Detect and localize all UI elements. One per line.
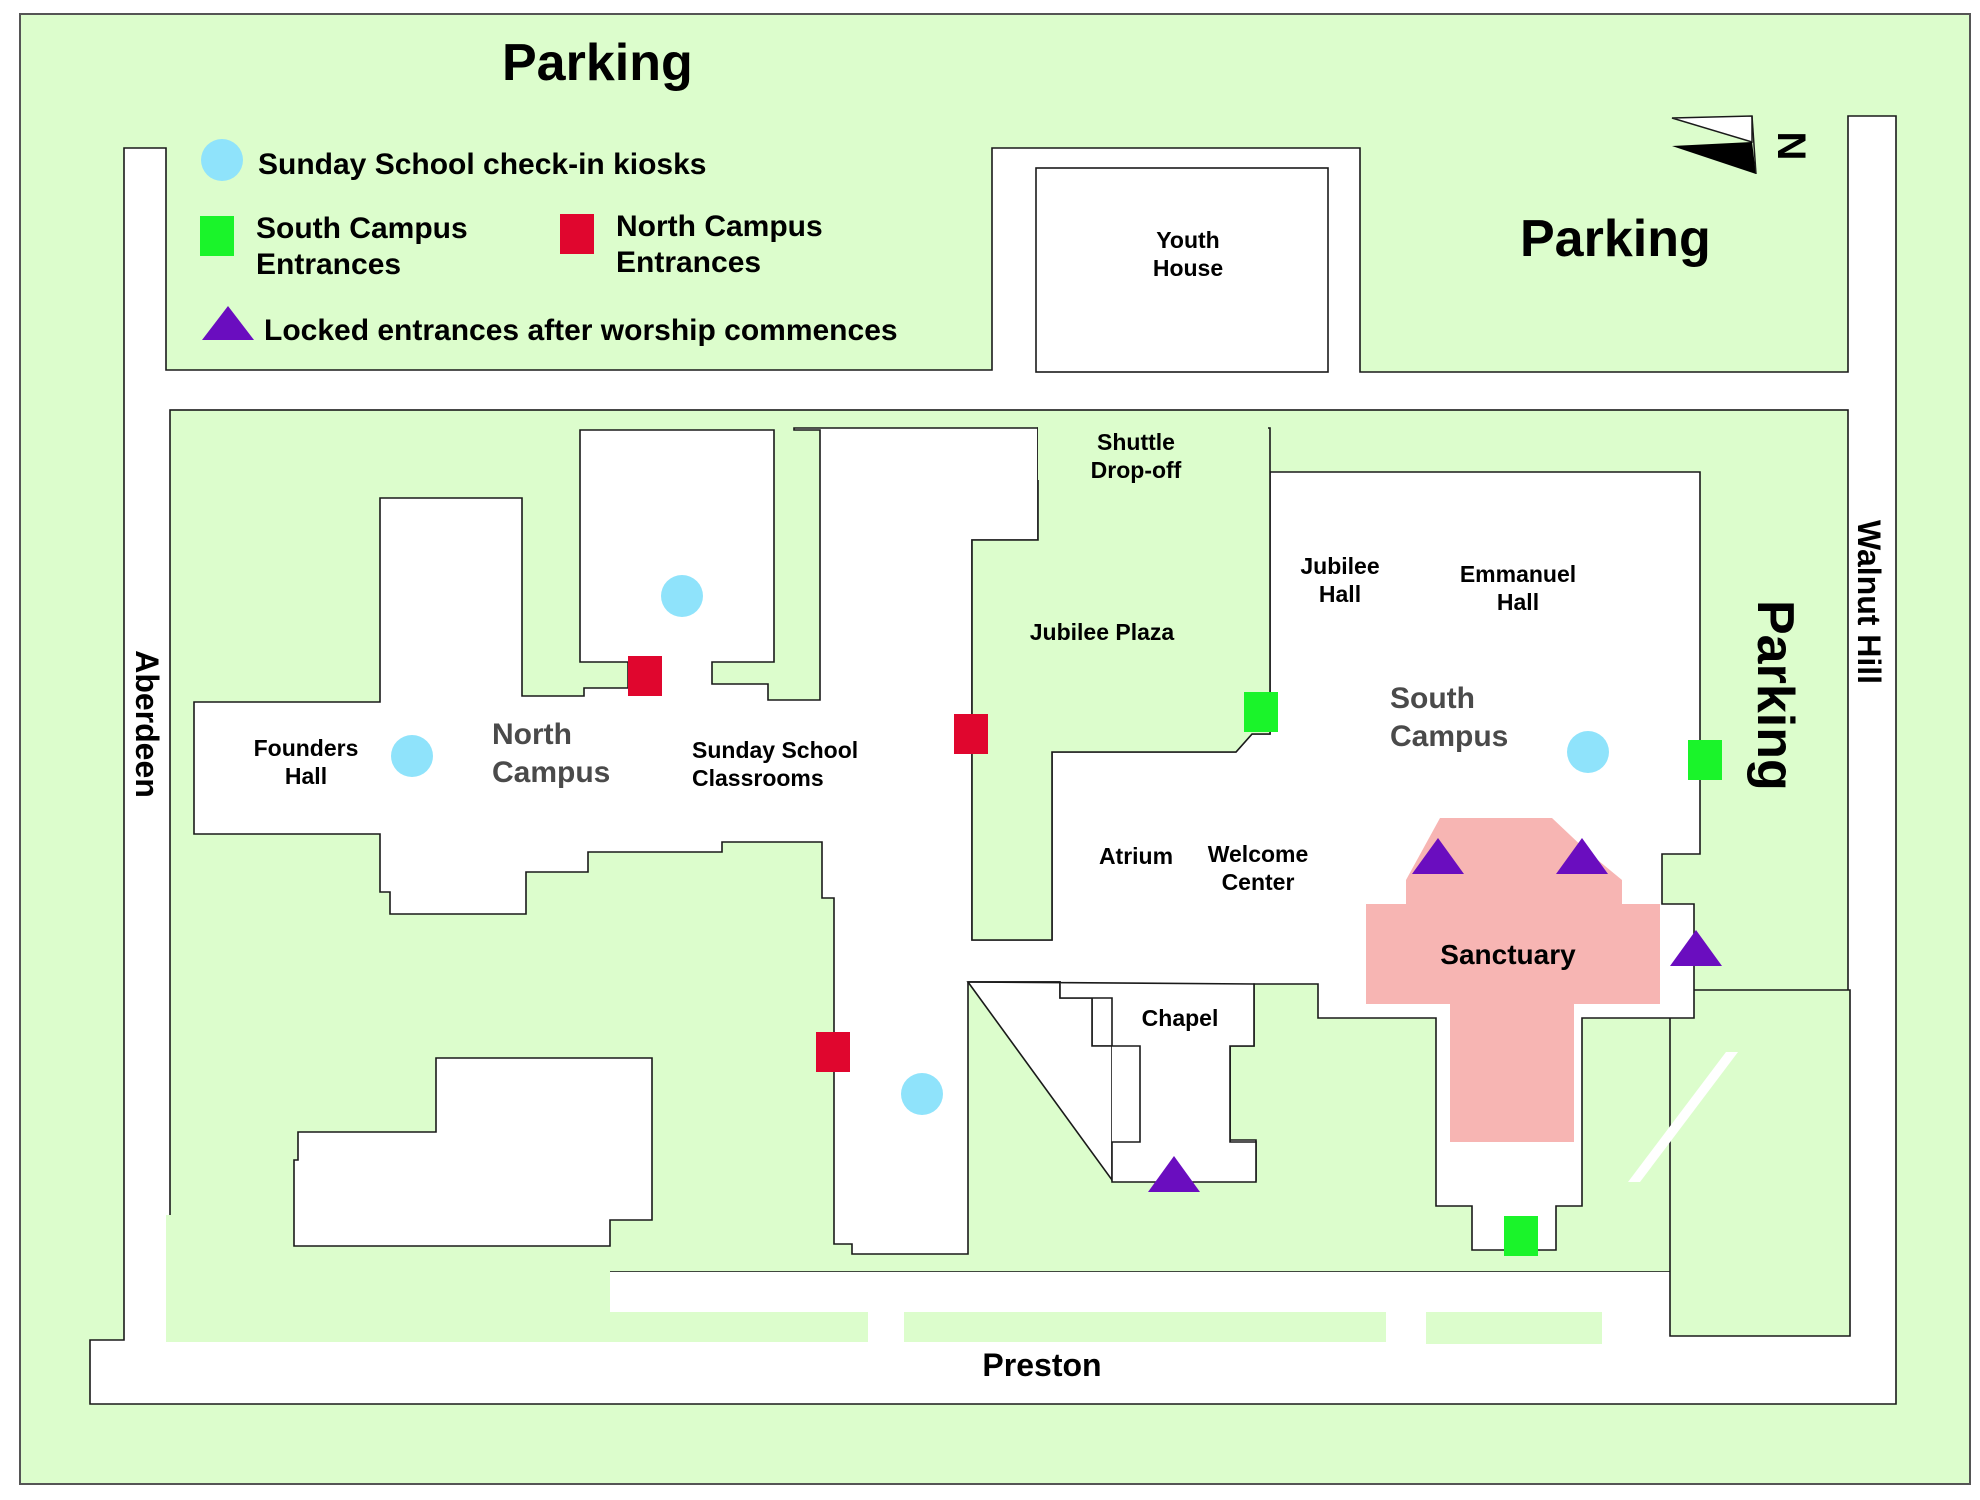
legend-north-label-2: Entrances <box>616 246 761 279</box>
chapel-label: Chapel <box>1142 1005 1219 1031</box>
legend-locked-icon <box>202 306 254 340</box>
emmanuel-hall-label-2: Hall <box>1497 589 1539 615</box>
chapel-outline <box>967 981 1257 1183</box>
lawn-strip-2 <box>904 1312 1386 1342</box>
walnut-hill-diagonal <box>1628 1052 1738 1182</box>
kiosk-north <box>661 575 703 617</box>
founders-hall-label-1: Founders <box>254 735 359 761</box>
locked-entrance-2 <box>1556 838 1608 874</box>
atrium-label: Atrium <box>1099 843 1173 869</box>
founders-hall-label-2: Hall <box>285 763 327 789</box>
youth-house-label-2: House <box>1153 255 1223 281</box>
emmanuel-hall-label-1: Emmanuel <box>1460 561 1576 587</box>
youth-house-building <box>1035 167 1329 373</box>
street-walnut-hill: Walnut Hill <box>1851 520 1887 684</box>
north-entrance-3 <box>816 1032 850 1072</box>
legend-south-label-2: Entrances <box>256 248 401 281</box>
sunday-school-label-1: Sunday School <box>692 737 858 763</box>
street-preston: Preston <box>982 1347 1101 1383</box>
legend-north-label-1: North Campus <box>616 210 823 243</box>
south-entrance-2 <box>1688 740 1722 780</box>
legend-kiosk-icon <box>201 139 243 181</box>
locked-entrance-1 <box>1412 838 1464 874</box>
legend-north-entrance-icon <box>560 214 594 254</box>
diagonal-lawn <box>1669 989 1851 1337</box>
legend-south-entrance-icon <box>200 216 234 256</box>
kiosk-founders <box>391 735 433 777</box>
sanctuary-building <box>1366 818 1660 1142</box>
south-entrance-1 <box>1244 692 1278 732</box>
west-lower-lot <box>293 1057 653 1247</box>
jubilee-hall-label-2: Hall <box>1319 581 1361 607</box>
parking-right: Parking <box>1746 600 1804 791</box>
compass-letter: N <box>1769 132 1813 161</box>
kiosk-south <box>1567 731 1609 773</box>
north-campus-label-1: North <box>492 718 572 751</box>
shuttle-area <box>1038 420 1268 480</box>
south-entrance-3 <box>1504 1216 1538 1256</box>
north-entrance-1 <box>628 656 662 696</box>
youth-house-label-1: Youth <box>1156 227 1219 253</box>
locked-entrance-3 <box>1670 930 1722 966</box>
compass-icon: N <box>1671 115 1813 175</box>
lawn-strip-3 <box>1426 1312 1602 1344</box>
parking-top-left: Parking <box>502 34 693 92</box>
sanctuary-label: Sanctuary <box>1440 939 1576 970</box>
south-campus-label-1: South <box>1390 682 1475 715</box>
shuttle-label-2: Drop-off <box>1091 457 1182 483</box>
legend-locked-label: Locked entrances after worship commences <box>264 314 898 347</box>
north-campus-label-2: Campus <box>492 756 610 789</box>
jubilee-plaza-label: Jubilee Plaza <box>1030 619 1175 645</box>
locked-entrance-4 <box>1148 1156 1200 1192</box>
legend-kiosk-label: Sunday School check-in kiosks <box>258 148 706 181</box>
sunday-school-label-2: Classrooms <box>692 765 824 791</box>
south-campus-label-2: Campus <box>1390 720 1508 753</box>
welcome-center-label-1: Welcome <box>1208 841 1309 867</box>
north-campus-building <box>193 427 1701 1255</box>
welcome-center-label-2: Center <box>1222 869 1295 895</box>
kiosk-chapel <box>901 1073 943 1115</box>
legend-south-label-1: South Campus <box>256 212 468 245</box>
north-entrance-2 <box>954 714 988 754</box>
parking-top-right: Parking <box>1520 210 1711 268</box>
shuttle-label-1: Shuttle <box>1097 429 1175 455</box>
street-aberdeen: Aberdeen <box>129 650 165 798</box>
jubilee-hall-label-1: Jubilee <box>1300 553 1379 579</box>
